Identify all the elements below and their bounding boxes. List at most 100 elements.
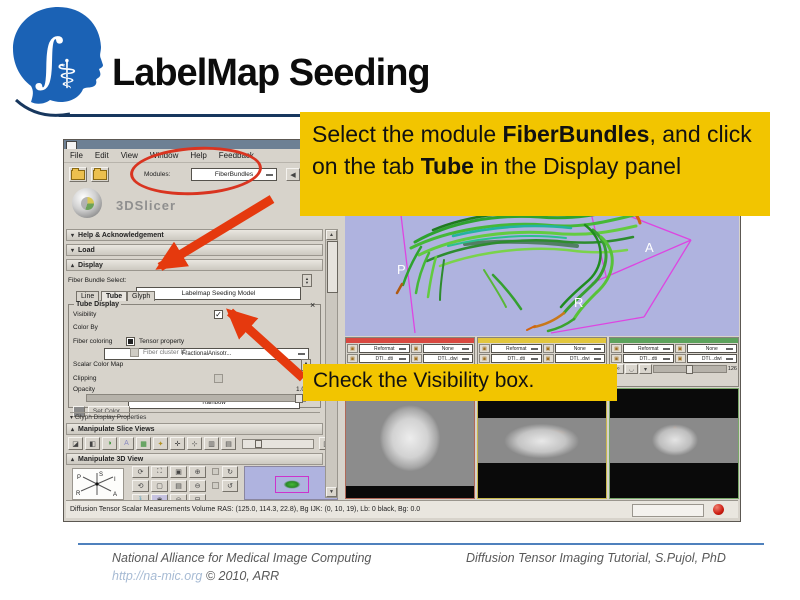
section-manipulate-slice-views[interactable]: ▴Manipulate Slice Views: [66, 423, 323, 435]
menu-window[interactable]: Window: [149, 151, 179, 160]
left-panel-scrollbar[interactable]: ▲ ▼: [325, 229, 338, 498]
module-selector[interactable]: FiberBundles: [191, 168, 277, 181]
reformat-icon[interactable]: ▣: [347, 344, 358, 353]
slice-annotation-button[interactable]: A: [119, 437, 134, 450]
section-manipulate-3d-view[interactable]: ▴Manipulate 3D View: [66, 453, 323, 465]
reformat-icon[interactable]: ▣: [479, 344, 490, 353]
expand-triangle-icon: ▴: [71, 456, 75, 463]
slice-fit-button[interactable]: ⊹: [187, 437, 202, 450]
orientation-select[interactable]: Reformat: [491, 344, 542, 353]
tab-glyph[interactable]: Glyph: [127, 291, 156, 301]
slice-header-green[interactable]: [610, 338, 738, 343]
fit-button[interactable]: ▾: [639, 364, 652, 374]
fg-icon[interactable]: ▣: [611, 354, 622, 363]
zoom-in-button[interactable]: ⊕: [189, 466, 206, 478]
slice-header-red[interactable]: [346, 338, 474, 343]
menu-feedback[interactable]: Feedback: [218, 151, 254, 160]
slice-crosshair-button[interactable]: ✦: [153, 437, 168, 450]
fg-select[interactable]: DTI...dti: [623, 354, 674, 363]
slice-opacity-slider[interactable]: [242, 439, 314, 449]
fg-select[interactable]: DTI...dti: [491, 354, 542, 363]
slice-bg-button[interactable]: ▤: [221, 437, 236, 450]
tab-line[interactable]: Line: [76, 291, 100, 301]
letter-r: R: [574, 295, 583, 310]
load-scene-button[interactable]: [69, 167, 87, 182]
rock-button[interactable]: ⟲: [132, 480, 149, 492]
section-display[interactable]: ▴Display: [66, 259, 323, 271]
slice-fade-button[interactable]: ◧: [85, 437, 100, 450]
section-load[interactable]: ▾Load: [66, 244, 323, 256]
label-icon[interactable]: ▣: [410, 344, 422, 353]
bg-select[interactable]: DTI...dwi: [686, 354, 737, 363]
footer-url[interactable]: http://na-mic.org: [112, 569, 203, 584]
fg-select[interactable]: DTI...dti: [359, 354, 410, 363]
spin-view-button[interactable]: ↻: [222, 466, 238, 478]
save-scene-button[interactable]: [91, 167, 109, 182]
color-swatch[interactable]: [73, 406, 85, 417]
scroll-up-icon[interactable]: ▲: [326, 230, 337, 240]
slice-offset-slider[interactable]: [653, 365, 727, 374]
menu-file[interactable]: File: [70, 151, 83, 160]
slice-grid-button[interactable]: ✛: [170, 437, 185, 450]
clipping-checkbox[interactable]: [214, 374, 223, 383]
fiber-bundle-select[interactable]: Labelmap Seeding Model: [136, 287, 301, 300]
close-icon[interactable]: ×: [310, 300, 316, 310]
visibility-eye-button[interactable]: ◡: [625, 364, 638, 374]
bg-select[interactable]: DTI...dwi: [554, 354, 605, 363]
bg-icon[interactable]: ▣: [410, 354, 422, 363]
section-help-acknowledgement[interactable]: ▾Help & Acknowledgement: [66, 229, 323, 241]
menu-edit[interactable]: Edit: [94, 151, 109, 160]
visibility-checkbox[interactable]: ✓: [214, 310, 223, 319]
tab-tube[interactable]: Tube: [101, 291, 128, 301]
glyph-display-properties-divider[interactable]: ▾ Glyph Display Properties: [70, 412, 320, 424]
menu-help[interactable]: Help: [190, 151, 207, 160]
label-select[interactable]: None: [422, 344, 473, 353]
error-log-button[interactable]: [713, 504, 724, 515]
rotate-button[interactable]: ⟳: [132, 466, 149, 478]
slice-fg-button[interactable]: ▥: [204, 437, 219, 450]
slice-label-opacity-button[interactable]: ◑: [102, 437, 117, 450]
fg-icon[interactable]: ▣: [479, 354, 490, 363]
clipping-label: Clipping: [73, 375, 97, 382]
axis-widget[interactable]: P S R I A: [72, 468, 124, 500]
slice-compositing-button[interactable]: ▦: [136, 437, 151, 450]
scrollbar-thumb[interactable]: [327, 241, 338, 293]
label-icon[interactable]: ▣: [674, 344, 686, 353]
bg-select[interactable]: DTI...dwi: [422, 354, 473, 363]
reformat-icon[interactable]: ▣: [611, 344, 622, 353]
fiber-bundle-spinner[interactable]: ▲▼: [302, 274, 312, 287]
slice-offset-thumb[interactable]: [686, 365, 694, 374]
frame-button[interactable]: ▢: [151, 480, 168, 492]
bg-icon[interactable]: ▣: [542, 354, 554, 363]
tensor-property-radio[interactable]: [126, 337, 135, 346]
fg-icon[interactable]: ▣: [347, 354, 358, 363]
opacity-slider-thumb[interactable]: [295, 394, 303, 403]
center-button[interactable]: ⛶: [151, 466, 168, 478]
orientation-select[interactable]: Reformat: [623, 344, 674, 353]
slice-view-axial[interactable]: [345, 388, 475, 499]
rock-view-button[interactable]: ↺: [222, 480, 238, 492]
orientation-select[interactable]: Reformat: [359, 344, 410, 353]
bg-icon[interactable]: ▣: [674, 354, 686, 363]
opacity-slider[interactable]: [86, 394, 306, 403]
module-back-button[interactable]: ◀: [286, 168, 300, 181]
label-icon[interactable]: ▣: [542, 344, 554, 353]
set-color-button[interactable]: Set Color...: [88, 406, 130, 417]
slice-header-yellow[interactable]: [478, 338, 606, 343]
slice-opacity-thumb[interactable]: [255, 440, 262, 448]
menu-view[interactable]: View: [120, 151, 138, 160]
rock-checkbox[interactable]: [212, 482, 219, 489]
scroll-down-icon[interactable]: ▼: [326, 487, 337, 497]
label-select[interactable]: None: [686, 344, 737, 353]
spin-checkbox[interactable]: [212, 468, 219, 475]
slice-view-coronal[interactable]: [609, 388, 739, 499]
slice-visibility-button[interactable]: ◪: [68, 437, 83, 450]
record-button[interactable]: ▤: [170, 480, 187, 492]
fiber-cluster-radio[interactable]: [130, 348, 139, 357]
label-select[interactable]: None: [554, 344, 605, 353]
zoom-out-button[interactable]: ⊖: [189, 480, 206, 492]
navigation-thumbnail[interactable]: [244, 466, 338, 500]
screenshot-button[interactable]: ▣: [170, 466, 187, 478]
scalar-color-map-label: Scalar Color Map: [73, 361, 124, 368]
slice-view-sagittal[interactable]: [477, 388, 607, 499]
